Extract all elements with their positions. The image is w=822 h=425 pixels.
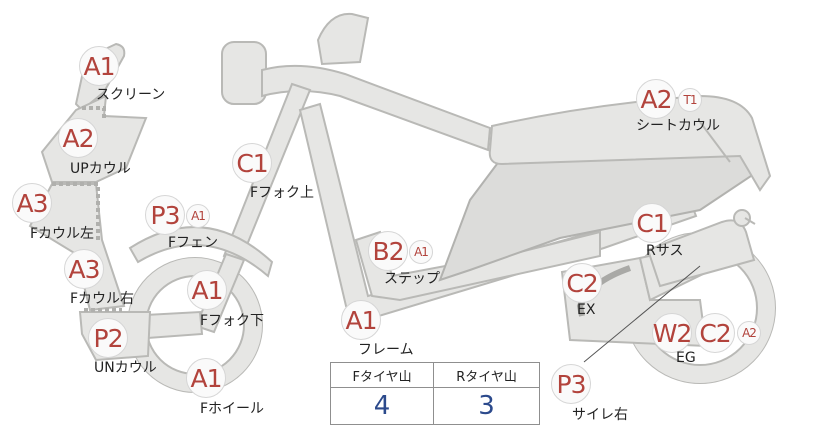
front-cowl-left-code-badge: A3 xyxy=(12,183,52,223)
silencer-right-label: サイレ右 xyxy=(572,407,628,423)
front-wheel-code-badge: A1 xyxy=(186,358,226,398)
engine-code2-badge: C2 xyxy=(695,313,735,353)
engine-subcode-badge: A2 xyxy=(737,321,761,345)
frame-code-badge: A1 xyxy=(341,300,381,340)
exhaust-label: EX xyxy=(577,302,596,318)
engine-label: EG xyxy=(676,350,696,366)
rear-suspension-label: Rサス xyxy=(646,243,684,259)
front-fender-code-badge: P3 xyxy=(145,195,185,235)
step-subcode-badge: A1 xyxy=(409,240,433,264)
front-cowl-right-code-badge: A3 xyxy=(64,249,104,289)
upper-cowl-label: UPカウル xyxy=(70,161,131,177)
front-tire-tread-value: 4 xyxy=(329,387,435,425)
step-code-badge: B2 xyxy=(368,231,408,271)
cowl-outline xyxy=(52,182,100,240)
rear-upper-arm xyxy=(744,217,756,225)
rear-tire-tread-value: 3 xyxy=(433,387,540,425)
screen-outline xyxy=(82,106,106,118)
seat-line xyxy=(699,121,731,163)
headlight-shape xyxy=(221,41,267,105)
step-label: ステップ xyxy=(384,271,440,287)
silencer-right-code-badge: P3 xyxy=(551,364,591,404)
seat-cowl-shape xyxy=(488,94,772,192)
upper-cowl-code-badge: A2 xyxy=(58,118,98,158)
frame-label: フレーム xyxy=(358,342,414,358)
silencer-leader-line xyxy=(583,265,701,363)
front-fork-lower-code-badge: A1 xyxy=(187,270,227,310)
front-fork-lower-label: Fフォク下 xyxy=(200,313,265,329)
front-fork-upper-label: Fフォク上 xyxy=(250,185,315,201)
rear-tire-tread-header: Rタイヤ山 xyxy=(433,362,540,388)
front-tire-tread-header: Fタイヤ山 xyxy=(329,362,435,388)
seat-cowl-label: シートカウル xyxy=(636,118,720,134)
front-cowl-left-label: Fカウル左 xyxy=(30,226,95,242)
seat-cowl-code-badge: A2 xyxy=(636,79,676,119)
rear-suspension-code-badge: C1 xyxy=(632,203,672,243)
under-cowl-label: UNカウル xyxy=(94,360,157,376)
screen-code-badge: A1 xyxy=(79,46,119,86)
front-fork-upper-code-badge: C1 xyxy=(232,143,272,183)
mirror-shape xyxy=(316,12,370,66)
under-cowl-code-badge: P2 xyxy=(88,318,128,358)
tire-tread-table: Fタイヤ山 Rタイヤ山 4 3 xyxy=(329,362,540,425)
shock-mount xyxy=(733,209,751,227)
front-fender-subcode-badge: A1 xyxy=(186,204,210,228)
screen-label: スクリーン xyxy=(96,87,166,103)
seat-cowl-subcode-badge: T1 xyxy=(678,88,702,112)
front-fender-label: Fフェン xyxy=(168,235,219,251)
engine-code-badge: W2 xyxy=(652,313,692,353)
top-beam-shape xyxy=(261,64,492,152)
exhaust-code-badge: C2 xyxy=(562,263,602,303)
front-wheel-label: Fホイール xyxy=(200,401,265,417)
front-cowl-right-label: Fカウル右 xyxy=(70,291,135,307)
